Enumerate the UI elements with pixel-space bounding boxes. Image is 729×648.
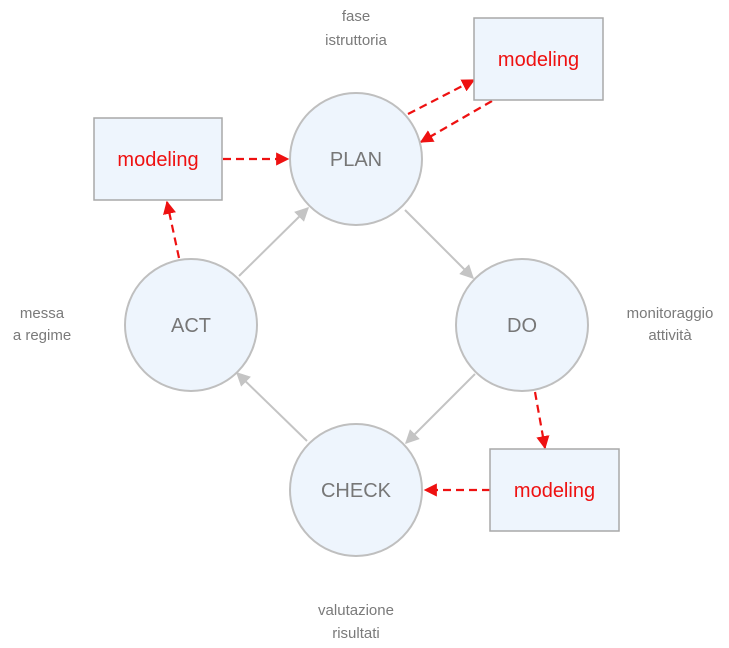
node-act[interactable]: ACT <box>124 258 258 392</box>
phase-label-plan-line2: istruttoria <box>325 32 387 49</box>
arrow-plan-to-modeling-top <box>407 79 476 115</box>
node-plan-label: PLAN <box>330 149 382 171</box>
phase-label-act-line2: a regime <box>13 327 71 344</box>
modeling-box-top-rect <box>473 17 604 101</box>
node-check-circle <box>289 423 423 557</box>
phase-label-check-line1: valutazione <box>318 602 394 619</box>
arrow-check-to-act <box>235 372 308 442</box>
modeling-box-bottom-label: modeling <box>514 480 595 502</box>
node-plan-circle <box>289 92 423 226</box>
arrow-modeling-top-to-plan <box>419 100 493 143</box>
modeling-box-bottom[interactable]: modeling <box>489 448 620 532</box>
node-do[interactable]: DO <box>455 258 589 392</box>
phase-label-check-line2: risultati <box>332 625 380 642</box>
phase-label-do-line1: monitoraggio <box>627 305 714 322</box>
arrow-do-to-check <box>405 373 476 444</box>
node-plan[interactable]: PLAN <box>289 92 423 226</box>
modeling-box-top[interactable]: modeling <box>473 17 604 101</box>
node-act-label: ACT <box>171 315 211 337</box>
arrow-act-to-modeling-left <box>163 200 181 259</box>
modeling-box-top-label: modeling <box>498 49 579 71</box>
modeling-box-left-label: modeling <box>117 149 198 171</box>
arrow-act-to-plan <box>238 207 309 277</box>
arrow-do-to-modeling-bottom <box>533 391 550 450</box>
node-do-circle <box>455 258 589 392</box>
node-check-label: CHECK <box>321 480 392 502</box>
modeling-box-bottom-rect <box>489 448 620 532</box>
modeling-box-left-rect <box>93 117 223 201</box>
node-act-circle <box>124 258 258 392</box>
arrow-plan-to-do <box>404 209 474 279</box>
modeling-box-left[interactable]: modeling <box>93 117 223 201</box>
node-do-label: DO <box>507 315 537 337</box>
phase-label-plan-line1: fase <box>342 8 370 25</box>
node-check[interactable]: CHECK <box>289 423 423 557</box>
phase-label-act-line1: messa <box>20 305 65 322</box>
phase-label-do-line2: attività <box>648 327 692 344</box>
